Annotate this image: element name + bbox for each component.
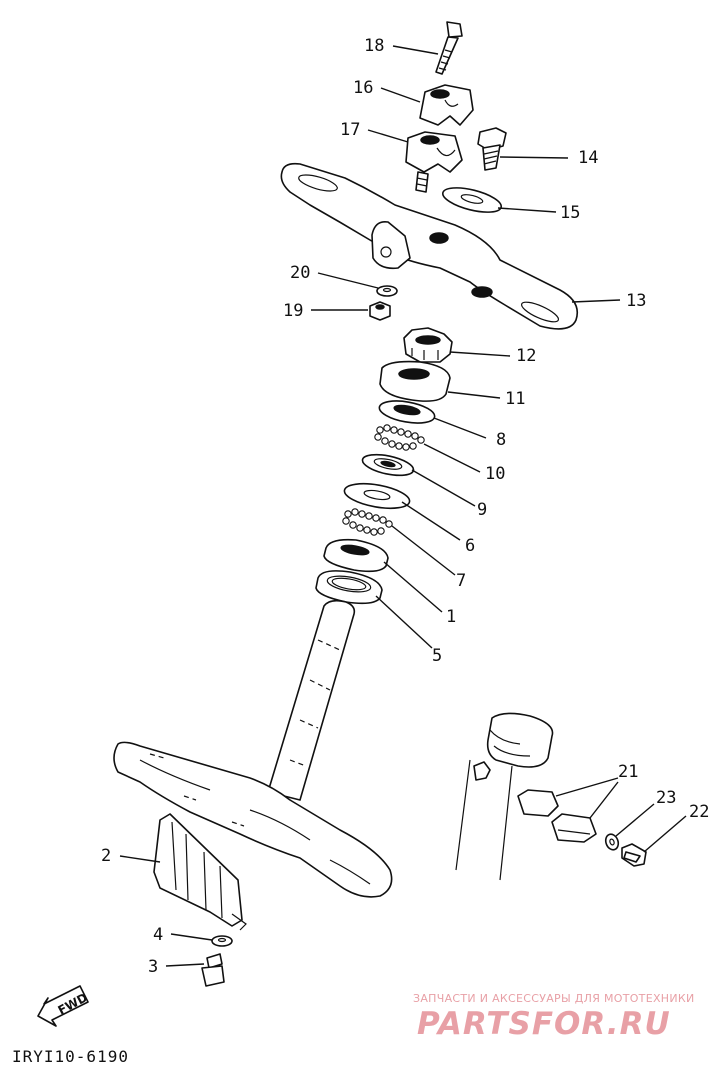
label-5: 5 [432,646,442,666]
label-12: 12 [516,346,536,366]
label-21: 21 [618,762,638,782]
label-17: 17 [340,120,360,140]
part-2-cable-guide [153,813,247,931]
part-5-dust-seal [315,570,383,605]
label-13: 13 [626,291,646,311]
part-18-bolt [435,21,463,75]
label-16: 16 [353,78,373,98]
fork-tube [455,712,554,881]
part-17-lower-handlebar-holder [405,131,463,193]
label-20: 20 [290,263,310,283]
leader-lines [119,45,687,967]
part-22-bolt [621,843,647,867]
part-11-cover [379,360,451,402]
label-9: 9 [477,500,487,520]
under-bracket-steering-stem [113,599,393,898]
part-19-nut [369,301,391,321]
label-10: 10 [485,464,505,484]
label-8: 8 [496,430,506,450]
part-4-washer [211,935,233,947]
part-14-bolt [477,127,507,171]
part-6-washer [343,482,411,510]
label-19: 19 [283,301,303,321]
label-1: 1 [446,607,456,627]
part-12-ring-nut [403,327,453,363]
label-15: 15 [560,203,580,223]
label-18: 18 [364,36,384,56]
part-13-upper-bracket [280,162,579,330]
part-8-ball-race [378,400,436,424]
catalog-code: IRYI10-6190 [12,1047,129,1066]
label-6: 6 [465,536,475,556]
label-23: 23 [656,788,676,808]
part-23-washer [604,833,620,851]
part-9-ball-race [361,453,415,477]
watermark-logo-text: PARTSFOR.RU [417,1006,671,1039]
part-7-ball-set [342,508,393,536]
part-15-washer [441,187,503,213]
part-1-ball-race [323,538,389,573]
watermark-logo: PARTSFOR.RU [417,1006,671,1039]
fwd-direction-arrow: FWD [37,985,90,1027]
label-14: 14 [578,148,598,168]
part-20-washer [376,285,398,297]
part-16-upper-handlebar-holder [419,84,474,126]
label-22: 22 [689,802,709,822]
label-3: 3 [148,957,158,977]
label-4: 4 [153,925,163,945]
watermark-caption: ЗАПЧАСТИ И АКСЕССУАРЫ ДЛЯ МОТОТЕХНИКИ [413,992,695,1005]
part-3-bolt [201,953,225,987]
part-number-labels: 18 16 17 14 15 20 19 13 12 11 8 10 9 6 7… [101,36,709,977]
label-2: 2 [101,846,111,866]
part-10-ball-set [374,424,425,451]
part-21-clamp [473,761,597,843]
label-11: 11 [505,389,525,409]
label-7: 7 [456,571,466,591]
